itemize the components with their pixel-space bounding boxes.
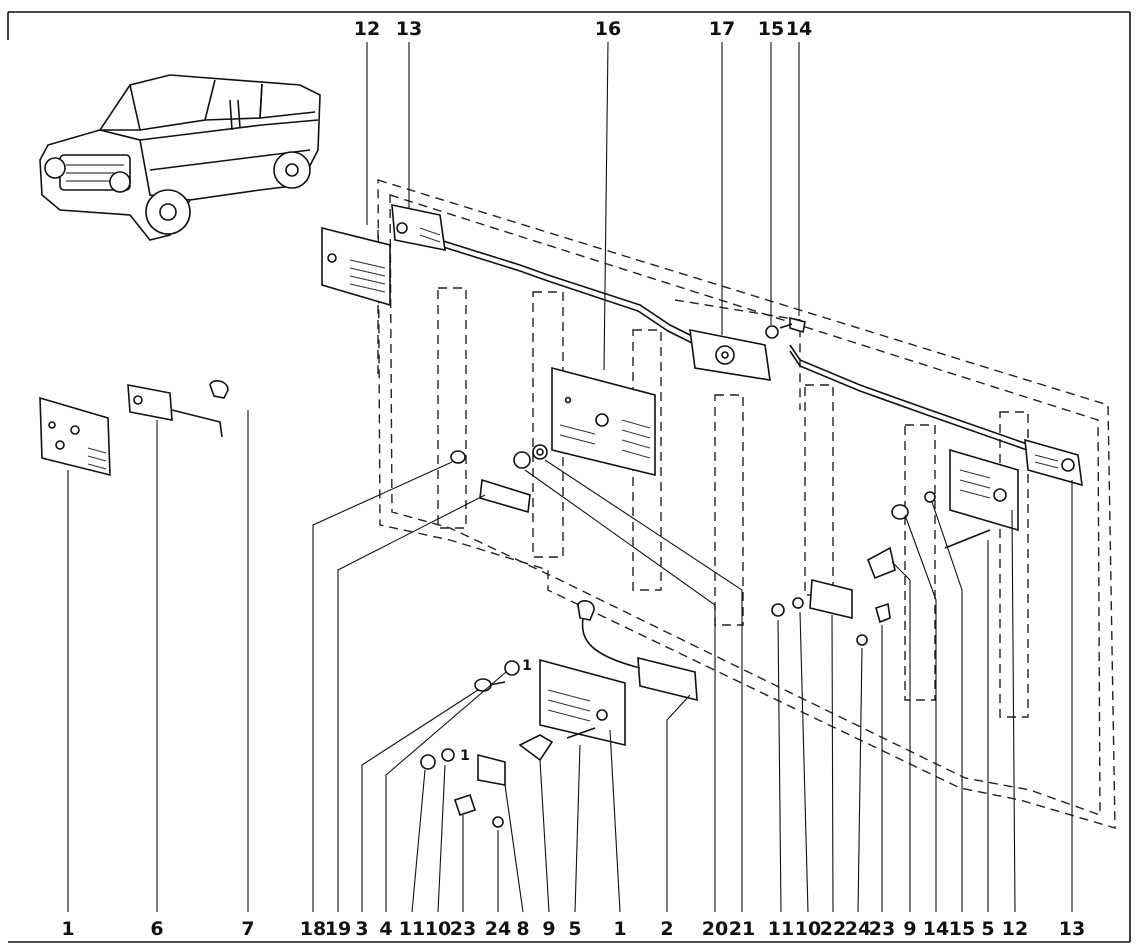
mark-1-b: 1 xyxy=(460,748,470,764)
label-3: 3 xyxy=(355,918,368,940)
label-12: 12 xyxy=(1002,918,1028,940)
label-17-top: 17 xyxy=(709,18,735,40)
label-14-top: 14 xyxy=(786,18,812,40)
fasteners-centre xyxy=(450,444,548,514)
label-11: 11 xyxy=(399,918,425,940)
label-22: 22 xyxy=(820,918,846,940)
label-4: 4 xyxy=(379,918,392,940)
label-21: 21 xyxy=(729,918,755,940)
label-9: 9 xyxy=(542,918,555,940)
label-13: 13 xyxy=(1059,918,1085,940)
page-frame xyxy=(7,11,1131,943)
label-7: 7 xyxy=(241,918,254,940)
label-18: 18 xyxy=(300,918,326,940)
label-14: 14 xyxy=(923,918,949,940)
label-2: 2 xyxy=(660,918,673,940)
latch-13-right xyxy=(1024,438,1083,487)
mark-1-a: 1 xyxy=(522,658,532,674)
label-10-b: 10 xyxy=(795,918,821,940)
label-8: 8 xyxy=(516,918,529,940)
vehicle-illustration xyxy=(39,74,321,241)
label-19: 19 xyxy=(325,918,351,940)
plate-12-left xyxy=(321,226,391,307)
label-23-b: 23 xyxy=(869,918,895,940)
lock-17 xyxy=(689,328,771,381)
label-16-top: 16 xyxy=(595,18,621,40)
label-5: 5 xyxy=(568,918,581,940)
latch-6 xyxy=(127,384,223,438)
leader-lines xyxy=(67,41,1073,913)
fasteners-right xyxy=(771,491,991,646)
label-6: 6 xyxy=(150,918,163,940)
label-5-b: 5 xyxy=(981,918,994,940)
locking-rods xyxy=(439,239,1031,452)
bottom-labels: 1 6 7 18 19 3 4 11 10 23 24 8 9 5 1 2 20… xyxy=(61,918,1085,940)
label-23: 23 xyxy=(450,918,476,940)
lock-assembly-1-left xyxy=(39,396,111,477)
label-11-b: 11 xyxy=(768,918,794,940)
knob-7 xyxy=(209,380,229,399)
latch-13-left xyxy=(391,203,446,252)
label-15: 15 xyxy=(949,918,975,940)
label-24: 24 xyxy=(485,918,511,940)
label-1: 1 xyxy=(61,918,74,940)
lock-assembly-lower xyxy=(539,600,698,747)
screw-14-washer-15-top xyxy=(765,316,806,339)
label-1-b: 1 xyxy=(613,918,626,940)
plate-16 xyxy=(551,366,656,477)
label-15-top: 15 xyxy=(758,18,784,40)
label-9-b: 9 xyxy=(903,918,916,940)
small-marks: 1 1 xyxy=(460,658,532,764)
label-10: 10 xyxy=(425,918,451,940)
label-12-top: 12 xyxy=(354,18,380,40)
plate-12-right xyxy=(949,448,1019,532)
label-24-b: 24 xyxy=(845,918,871,940)
label-20: 20 xyxy=(702,918,728,940)
top-labels: 12 13 16 17 15 14 xyxy=(354,18,812,40)
label-13-top: 13 xyxy=(396,18,422,40)
